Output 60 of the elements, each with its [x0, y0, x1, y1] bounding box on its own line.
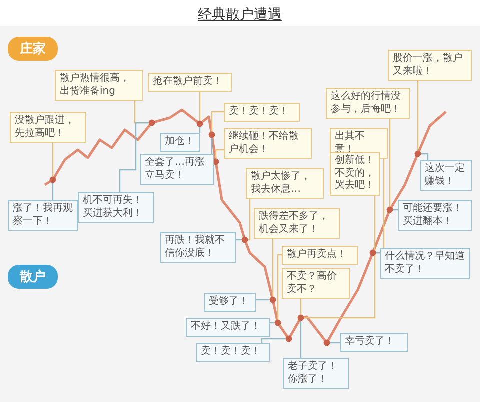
data-point-marker — [386, 206, 394, 214]
leader-line — [211, 111, 224, 132]
speech-callout: 卖！卖！卖！ — [196, 343, 270, 362]
leader-line — [215, 149, 224, 159]
data-point-marker — [208, 132, 216, 138]
leader-line — [211, 138, 213, 154]
leader-line — [304, 196, 376, 319]
leader-line — [417, 81, 419, 151]
speech-callout: 机不可再失！买进获大利！ — [78, 192, 154, 223]
data-point-marker — [370, 250, 376, 256]
leader-line — [119, 122, 149, 192]
leader-line — [421, 153, 429, 160]
leader-line — [248, 199, 251, 241]
leader-line — [52, 183, 54, 200]
speech-callout: 股价一涨，散户又来啦！ — [388, 50, 472, 81]
speech-callout: 再跌！我就不信你没底！ — [160, 232, 236, 263]
leader-line — [256, 299, 270, 301]
speech-callout: 可能还要涨！买进翻本！ — [398, 200, 472, 231]
data-point-marker — [270, 296, 276, 304]
speech-callout: 继续砸！不给散户机会！ — [224, 128, 312, 159]
leader-line — [277, 254, 282, 320]
speech-callout: 什么情况？早知道不卖了！ — [380, 248, 470, 279]
leader-line — [52, 143, 54, 177]
speech-callout: 加仓！ — [160, 133, 200, 152]
leader-line — [389, 119, 391, 207]
speech-callout: 散户热情很高，出货准备ing — [55, 70, 143, 101]
category-badge: 庄家 — [8, 37, 58, 61]
speech-callout: 散户再卖点！ — [282, 246, 358, 264]
speech-callout: 受够了！ — [204, 293, 256, 312]
speech-callout: 幸亏卖了！ — [340, 333, 408, 352]
data-point-marker — [274, 320, 282, 326]
speech-callout: 涨了！我再观察一下！ — [8, 200, 78, 231]
data-point-marker — [414, 150, 422, 158]
data-point-marker — [148, 120, 156, 126]
speech-callout: 不好！又跌了！ — [186, 318, 270, 336]
category-badge: 散户 — [8, 265, 58, 289]
speech-callout: 创新低！不卖的，哭去吧！ — [330, 152, 380, 196]
speech-callout: 卖！卖！卖！ — [224, 103, 300, 122]
data-point-marker — [50, 176, 56, 184]
speech-callout: 散户太惨了，我去休息… — [246, 168, 324, 199]
speech-callout: 这么好的行情没参与，后悔吧！ — [326, 88, 410, 119]
data-point-marker — [242, 236, 248, 244]
speech-callout: 跌得差不多了，机会又来了！ — [254, 208, 340, 239]
speech-callout: 老子卖了！你涨了！ — [283, 358, 349, 389]
speech-callout: 没散户跟进，先拉高吧！ — [10, 112, 86, 143]
data-point-marker — [298, 314, 304, 322]
chart-title: 经典散户遭遇 — [198, 7, 282, 23]
speech-callout: 不卖？高价卖不？ — [282, 268, 350, 299]
data-point-marker — [324, 340, 330, 346]
speech-callout: 全套了…再涨立马卖！ — [140, 154, 214, 185]
data-point-marker — [286, 336, 292, 342]
leader-line — [199, 92, 201, 121]
leader-line — [300, 299, 302, 315]
leader-line — [330, 342, 340, 344]
leader-line — [300, 321, 302, 358]
data-point-marker — [196, 120, 204, 128]
speech-callout: 这次一定赚钱！ — [420, 160, 472, 191]
leader-line — [272, 239, 274, 297]
leader-line — [261, 338, 286, 343]
speech-callout: 抢在散户前卖！ — [148, 73, 232, 92]
